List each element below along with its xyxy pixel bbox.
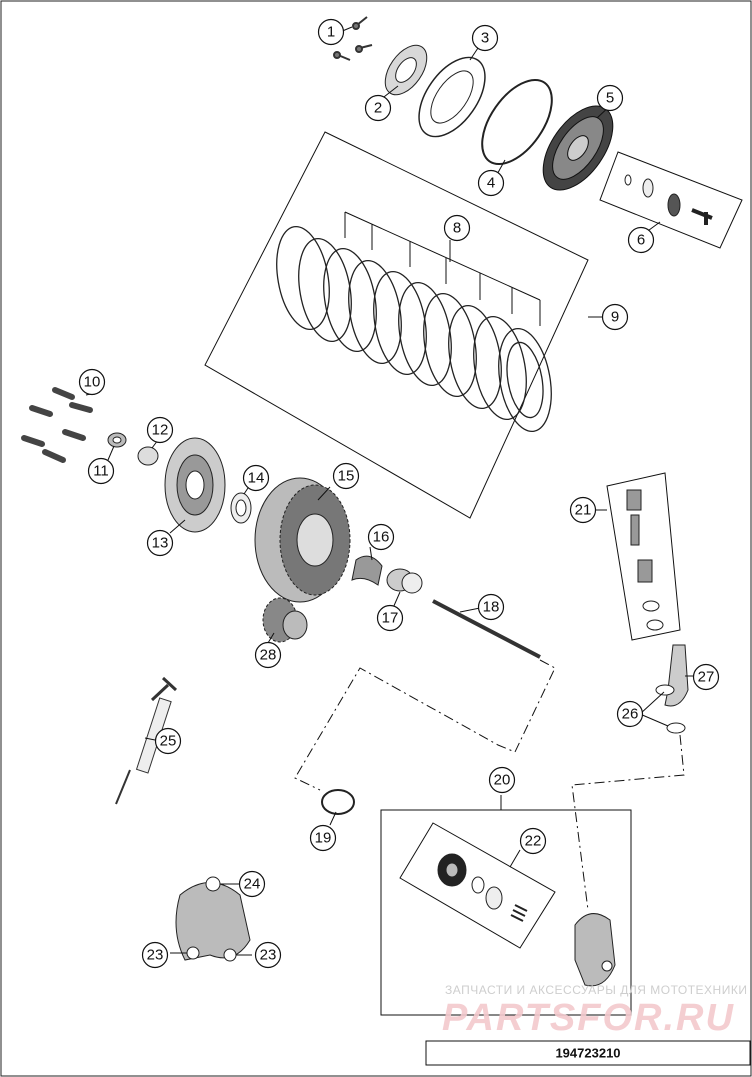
callout-circle [477,169,505,197]
callout-number: 17 [382,610,399,627]
callout-circle [443,214,471,242]
screw-part [333,16,373,61]
callout-number: 26 [622,706,639,723]
callout-number: 24 [244,876,261,893]
callout-number: 6 [637,232,645,249]
bleeder-fitting-part [626,489,664,631]
sealing-washer-part [655,684,686,734]
diaphragm-spring-part [418,56,486,138]
callout-number: 21 [575,502,592,519]
callout-number: 23 [147,947,164,964]
slave-piston-part [437,853,528,922]
callout-number: 16 [373,529,390,546]
piston-kit-group-box [399,822,556,949]
document-number: 194723210 [555,1046,620,1061]
push-rod-part [432,599,541,659]
callout-circle [154,727,182,755]
slave-cylinder-group-box [380,809,632,1016]
callout-circle [367,523,395,551]
clutch-cover-housing-part [175,876,251,962]
spring-kit-part [624,174,713,225]
callout-number: 14 [248,470,265,487]
callout-leaders-8 [344,211,541,326]
callout-circle [692,663,720,691]
callout-number: 13 [152,535,169,552]
bushing-part [386,568,423,594]
callout-circle [471,24,499,52]
callout-circle [376,604,404,632]
lock-washer-part [137,446,159,466]
callout-number: 23 [260,947,277,964]
hose-route-line [294,659,556,791]
callout-circle [238,870,266,898]
primary-gear-part [262,597,308,643]
callout-number: 28 [260,647,277,664]
callout-number: 3 [481,30,489,47]
callout-number: 10 [84,374,101,391]
callout-circle [87,457,115,485]
hose-route-line-right [571,734,685,911]
callout-number: 1 [327,24,335,41]
callout-number: 15 [338,468,355,485]
callout-circle [141,941,169,969]
callout-circle [146,529,174,557]
callout-circle [317,18,345,46]
callout-number: 12 [152,422,169,439]
clutch-plate-stack-part [276,225,552,433]
callout-circle [627,226,655,254]
callout-number: 22 [525,833,542,850]
callout-number: 8 [453,220,461,237]
thrust-washer-part [230,492,252,524]
callout-number: 9 [611,309,619,326]
callout-circle [78,368,106,396]
bleed-syringe-part [115,676,178,805]
callout-circle [254,941,282,969]
pin-part [21,387,93,463]
callout-circle [488,766,516,794]
callout-number: 25 [160,733,177,750]
callout-number: 2 [374,100,382,117]
watermark-brand: PARTSFOR.RU [442,997,735,1039]
watermark: ЗАПЧАСТИ И АКСЕССУАРЫ ДЛЯ МОТОТЕХНИКИ PA… [442,983,747,1039]
callout-circle [242,464,270,492]
nut-part [107,432,127,448]
callout-number: 27 [698,669,715,686]
callout-number: 19 [315,830,332,847]
slave-cylinder-part [574,913,616,987]
clutch-basket-part [254,477,351,603]
callout-circle [364,94,392,122]
clutch-cover-plate-part [384,44,428,96]
callout-circle [477,593,505,621]
callout-number: 11 [93,463,109,480]
callout-number: 20 [494,772,511,789]
banjo-fitting-part [664,644,689,707]
callout-circle [601,303,629,331]
spring-kit-group-box [599,151,743,249]
clutch-pack-group-box [204,131,589,519]
callout-circle [332,462,360,490]
callout-circle [309,824,337,852]
clutch-hub-part [164,437,226,533]
callout-circle [254,641,282,669]
wire-ring-part [481,78,553,166]
callout-number: 5 [606,90,614,107]
callout-circle [616,700,644,728]
watermark-tagline: ЗАПЧАСТИ И АКСЕССУАРЫ ДЛЯ МОТОТЕХНИКИ [445,983,747,997]
document-number-box [425,1040,751,1066]
callout-circle [569,496,597,524]
callout-circle [596,84,624,112]
callout-circle [146,416,174,444]
callout-number: 4 [487,175,495,192]
callout-circle [519,827,547,855]
callout-number: 18 [483,599,500,616]
fitting-group-box [606,472,681,641]
o-ring-part [321,789,355,815]
needle-bearing-part [351,555,383,586]
pressure-cap-part [542,105,614,191]
